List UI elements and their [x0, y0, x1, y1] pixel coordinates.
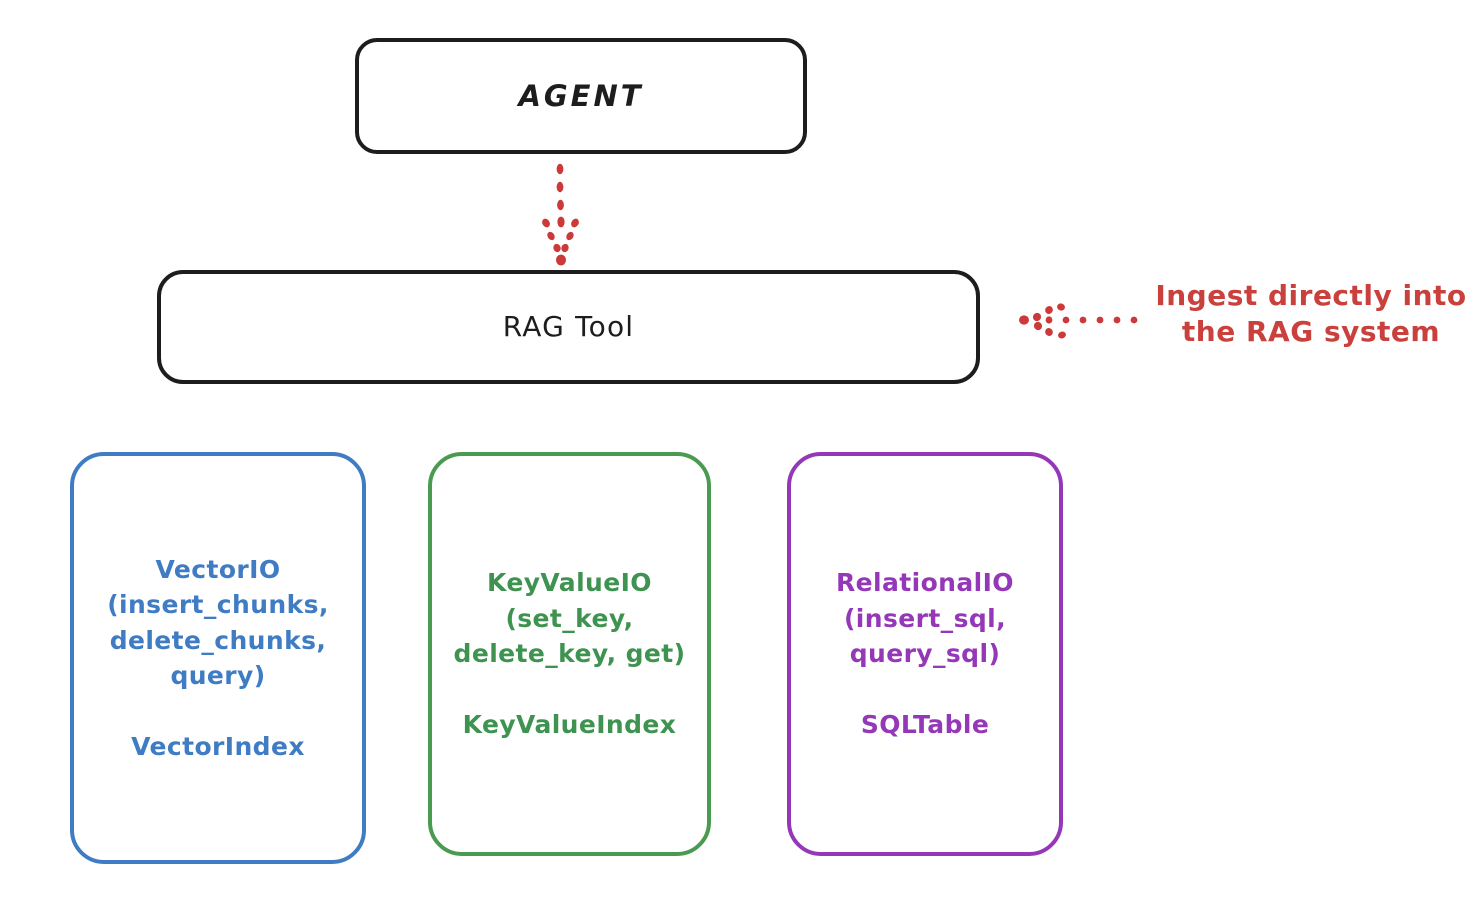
- node-vector-io-label: VectorIO (insert_chunks, delete_chunks, …: [107, 554, 329, 762]
- node-vector-io[interactable]: VectorIO (insert_chunks, delete_chunks, …: [70, 452, 366, 864]
- dotted-down-arrow-icon: [542, 163, 579, 266]
- node-agent-label: AGENT: [518, 78, 644, 113]
- node-rag-tool-label: RAG Tool: [502, 310, 635, 344]
- annotation-ingest-directly: Ingest directly into the RAG system: [1155, 279, 1467, 349]
- node-agent[interactable]: AGENT: [355, 38, 807, 154]
- node-relational-io-label: RelationalIO (insert_sql, query_sql) SQL…: [836, 568, 1014, 740]
- node-key-value-io[interactable]: KeyValueIO (set_key, delete_key, get) Ke…: [428, 452, 711, 856]
- node-key-value-io-label: KeyValueIO (set_key, delete_key, get) Ke…: [453, 568, 686, 740]
- dotted-left-arrow-icon: [1019, 303, 1138, 339]
- node-rag-tool[interactable]: RAG Tool: [157, 270, 980, 384]
- node-relational-io[interactable]: RelationalIO (insert_sql, query_sql) SQL…: [787, 452, 1063, 856]
